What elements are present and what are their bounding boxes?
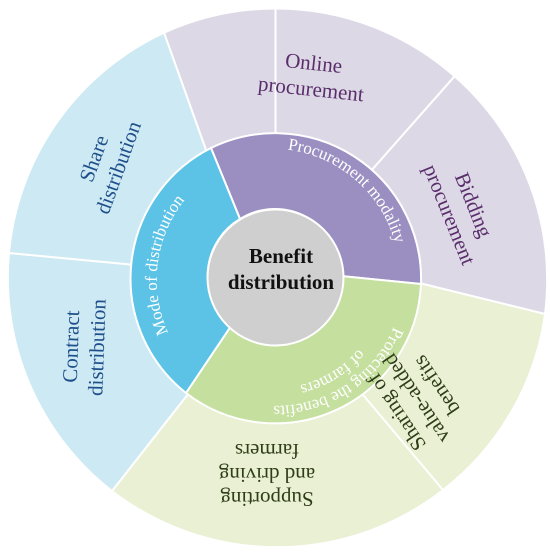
center-title-line2: distribution bbox=[228, 270, 335, 294]
center-title-line1: Benefit bbox=[249, 244, 313, 268]
supporting-line3: farmers bbox=[235, 439, 299, 463]
supporting-line2: and driving bbox=[218, 463, 315, 487]
label-supporting-farmers: Supporting and driving farmers bbox=[218, 439, 315, 511]
contract-line1: Contract bbox=[58, 310, 85, 383]
middle-ring bbox=[129, 132, 423, 425]
online-line1: Online bbox=[284, 48, 343, 78]
contract-line2: distribution bbox=[83, 298, 110, 396]
supporting-line1: Supporting bbox=[220, 487, 314, 511]
center-circle bbox=[206, 208, 345, 347]
label-contract-distribution: Contract distribution bbox=[58, 298, 111, 396]
